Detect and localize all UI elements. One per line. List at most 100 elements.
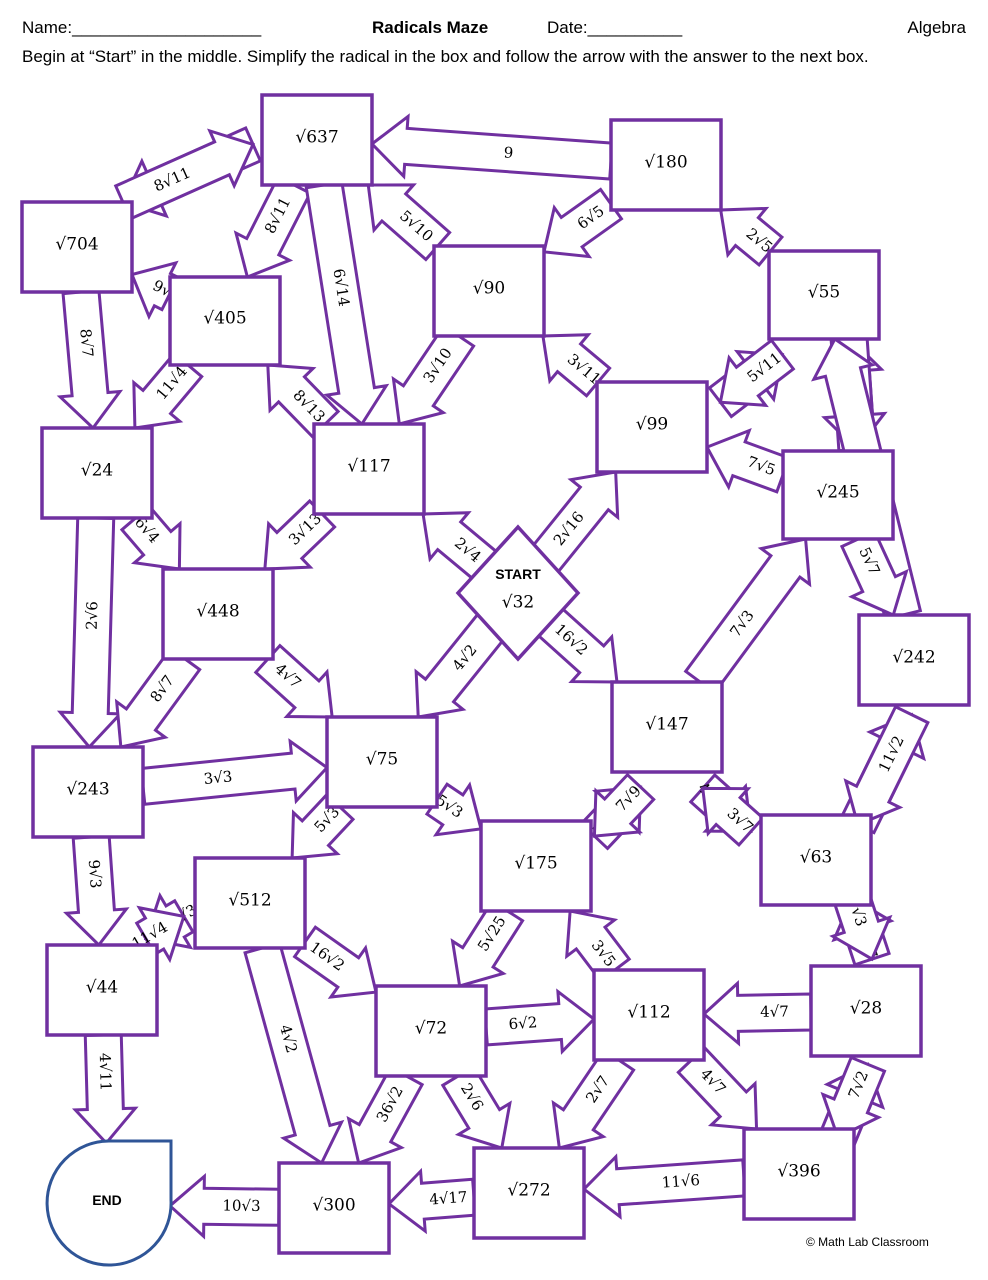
arrow-shape[interactable] [701,786,766,847]
maze-arrow[interactable]: 8√11 [233,174,313,280]
end-shape[interactable]: END [45,1139,173,1267]
arrow-shape[interactable] [233,174,313,280]
radical-box[interactable]: √448 [161,567,275,661]
maze-arrow[interactable]: 4√7 [253,643,334,719]
maze-arrow[interactable]: 2√4 [421,511,499,582]
arrow-shape[interactable] [243,941,345,1166]
radical-box[interactable]: √272 [472,1146,586,1240]
arrow-shape[interactable] [386,1167,477,1235]
maze-arrow[interactable]: 3√13 [263,498,337,571]
maze-arrow[interactable]: 4√7 [701,980,813,1047]
radical-box[interactable]: √242 [857,613,971,707]
arrow-shape[interactable] [304,180,390,427]
maze-arrow[interactable]: 36√2 [346,1065,425,1165]
arrow-shape[interactable] [683,537,812,695]
maze-arrow[interactable]: 11√2 [843,704,930,827]
maze-arrow[interactable]: 3√11 [541,333,612,398]
radical-box[interactable]: √90 [432,244,546,338]
radical-box[interactable]: √180 [609,118,723,212]
maze-arrow[interactable]: 9√3 [63,834,130,948]
radical-box[interactable]: √243 [31,745,145,839]
radical-box[interactable]: √28 [809,964,923,1058]
maze-arrow[interactable]: 3√7 [701,786,766,847]
arrow-shape[interactable] [414,612,508,719]
date-field[interactable]: Date:__________ [547,18,683,37]
maze-arrow[interactable]: 3√10 [391,323,476,426]
arrow-shape[interactable] [139,738,330,806]
arrow-shape[interactable] [718,338,796,408]
arrow-shape[interactable] [676,1045,759,1131]
arrow-shape[interactable] [701,980,813,1047]
maze-arrow[interactable]: 2√6 [440,1064,512,1150]
arrow-shape[interactable] [129,260,181,321]
radical-box[interactable]: √55 [767,249,881,341]
arrow-shape[interactable] [369,113,614,181]
arrow-shape[interactable] [541,333,612,398]
maze-arrow[interactable]: 6√5 [542,187,624,259]
arrow-shape[interactable] [528,470,620,574]
maze-arrow[interactable]: 7√3 [683,537,812,695]
maze-arrow[interactable]: 6√14 [304,180,390,427]
arrow-shape[interactable] [424,781,483,837]
maze-arrow[interactable]: 4√11 [71,1032,139,1146]
arrow-shape[interactable] [718,206,785,268]
radical-box[interactable]: √637 [260,93,374,187]
maze-arrow[interactable]: 4√17 [386,1167,477,1235]
arrow-shape[interactable] [551,1047,636,1150]
radical-box[interactable]: √300 [277,1161,391,1255]
radical-box[interactable]: √405 [168,275,282,367]
maze-arrow[interactable]: 5√25 [450,899,525,988]
arrow-shape[interactable] [581,1153,747,1220]
arrow-shape[interactable] [391,323,476,426]
maze-arrow[interactable]: 4√2 [243,941,345,1166]
maze-arrow[interactable]: 10√3 [167,1172,281,1240]
radical-box[interactable]: √75 [325,715,439,809]
maze-arrow[interactable]: 9 [369,113,614,181]
maze-arrow[interactable]: 5√11 [718,338,796,408]
radical-box[interactable]: √175 [479,819,593,913]
maze-arrow[interactable]: 11√4 [129,905,186,964]
maze-arrow[interactable]: 4√7 [676,1045,759,1131]
arrow-shape[interactable] [253,643,334,719]
arrow-shape[interactable] [535,605,619,684]
arrow-shape[interactable] [483,988,597,1055]
arrow-shape[interactable] [263,498,337,571]
radical-box[interactable]: √72 [374,984,488,1078]
arrow-shape[interactable] [843,704,930,827]
maze-arrow[interactable]: 7√9 [592,772,656,838]
arrow-shape[interactable] [704,427,792,494]
arrow-shape[interactable] [366,183,452,262]
arrow-shape[interactable] [542,187,624,259]
radical-box[interactable]: √147 [610,680,724,774]
arrow-shape[interactable] [71,1032,139,1146]
radical-box[interactable]: √99 [595,380,709,474]
maze-arrow[interactable]: 2√7 [551,1047,636,1150]
maze-arrow[interactable]: 2√6 [56,515,124,750]
arrow-shape[interactable] [114,646,202,749]
arrow-shape[interactable] [292,925,378,999]
arrow-shape[interactable] [132,351,204,430]
maze-arrow[interactable]: 2√16 [528,470,620,574]
arrow-shape[interactable] [290,792,356,860]
start-diamond[interactable]: START√32 [455,524,581,662]
maze-arrow[interactable]: 16√2 [292,925,378,999]
radical-box[interactable]: √63 [759,813,873,907]
radical-box[interactable]: √112 [592,968,706,1062]
arrow-shape[interactable] [56,288,124,431]
radical-box[interactable]: √245 [781,449,895,541]
maze-arrow[interactable]: 8√11 [113,128,256,221]
arrow-shape[interactable] [56,515,124,750]
arrow-shape[interactable] [266,363,341,439]
arrow-shape[interactable] [820,1055,887,1140]
arrow-shape[interactable] [421,511,499,582]
arrow-shape[interactable] [592,772,656,838]
arrow-shape[interactable] [134,905,186,964]
radical-box[interactable]: √117 [312,422,426,516]
arrow-shape[interactable] [450,899,525,988]
maze-arrow[interactable]: 6√2 [483,988,597,1055]
maze-arrow[interactable]: 3√3 [139,738,330,806]
maze-arrow[interactable]: 5√3 [290,792,356,860]
radical-box[interactable]: √704 [20,200,134,294]
maze-arrow[interactable]: 7√5 [704,427,792,494]
maze-arrow[interactable]: 8√7 [56,288,124,431]
